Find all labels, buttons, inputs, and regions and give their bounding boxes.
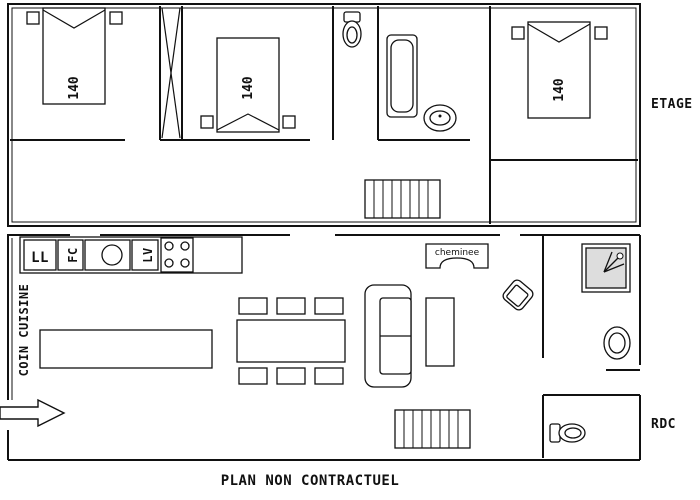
upper-sink-icon <box>423 104 457 132</box>
sofa <box>364 284 412 388</box>
upper-floor-label: ETAGE <box>651 97 693 112</box>
ground-stairs <box>394 409 471 449</box>
bed-1-label: 140 <box>67 76 82 100</box>
oven-label: LL <box>31 250 49 266</box>
ground-sink-icon <box>603 326 631 360</box>
upper-floor-outline <box>7 3 641 227</box>
dishwasher-label: LV <box>141 247 155 262</box>
dining-table <box>236 297 346 385</box>
fireplace: cheminee <box>425 243 489 269</box>
ground-toilet-icon <box>549 423 586 443</box>
kitchen-counter: LL FC LV <box>19 236 243 274</box>
shower-icon <box>581 243 631 293</box>
bathtub-icon <box>386 34 418 118</box>
armchair <box>502 279 534 311</box>
fridge-label: FC <box>66 247 80 262</box>
ground-floor: LL FC LV COIN CUISINE <box>0 234 676 461</box>
footer-note: PLAN NON CONTRACTUEL <box>221 473 400 489</box>
bed-2-label: 140 <box>241 76 256 100</box>
upper-stairs <box>364 179 441 219</box>
dishwasher-icon <box>131 239 159 271</box>
kitchen-label: COIN CUISINE <box>17 284 31 377</box>
kitchen-island <box>39 329 213 369</box>
upper-toilet-icon <box>342 11 362 48</box>
oven-icon <box>23 239 57 271</box>
fridge-icon <box>57 239 84 271</box>
coffee-table <box>425 297 455 367</box>
entrance-arrow-icon <box>0 398 66 428</box>
fireplace-label: cheminee <box>435 248 480 258</box>
bed-3: 140 <box>511 21 608 119</box>
bed-3-label: 140 <box>552 78 567 102</box>
bed-2: 140 <box>200 37 296 133</box>
bed-1: 140 <box>26 7 123 105</box>
ground-floor-label: RDC <box>651 417 676 432</box>
upper-floor: 140 140 140 <box>7 3 693 227</box>
